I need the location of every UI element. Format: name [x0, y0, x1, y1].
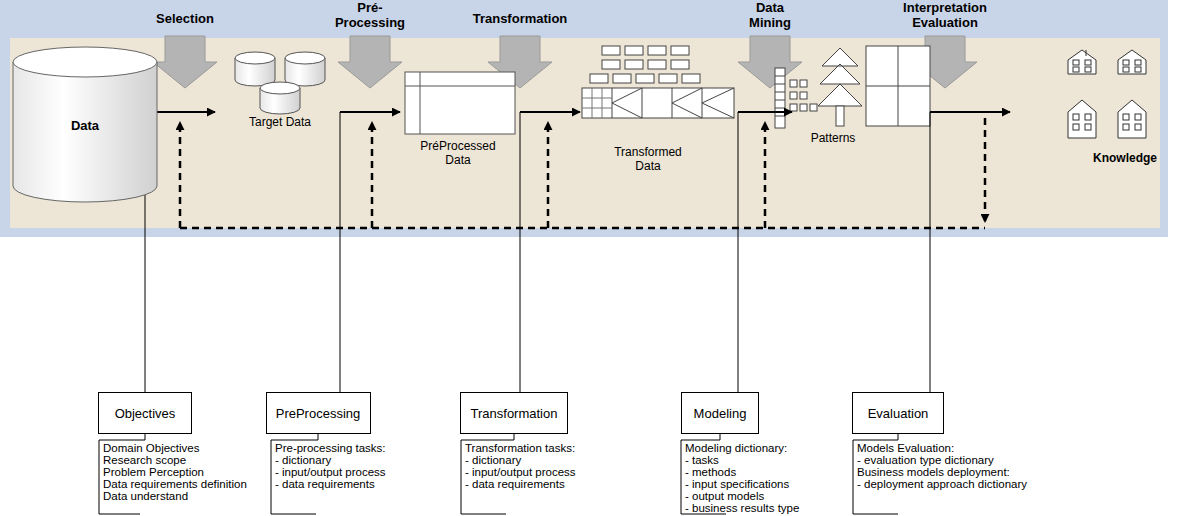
- list-item: Modeling dictionary:: [685, 442, 787, 454]
- stage-name: Selection: [140, 12, 230, 27]
- box-label: PreProcessing: [276, 406, 361, 421]
- outer-band: [0, 0, 1168, 237]
- transformed-data-icon: [582, 46, 734, 118]
- box-label: Transformation: [471, 406, 558, 421]
- flow-arrows: [145, 111, 1010, 113]
- process-box: Objectives: [98, 392, 192, 434]
- node-label: Data: [12, 118, 158, 133]
- list-item: - input/output process: [465, 466, 576, 478]
- target-data-icon: [235, 52, 325, 114]
- list-item: - deployment approach dictionary: [857, 478, 1027, 490]
- stage-name: Data Mining: [735, 1, 805, 31]
- list-brackets: [99, 434, 898, 514]
- artifact-label: Transformed Data: [600, 146, 696, 174]
- patterns-icon: [775, 46, 930, 128]
- list-item: Problem Perception: [103, 466, 204, 478]
- box-label: Modeling: [694, 406, 747, 421]
- feedback-loop: [180, 118, 985, 228]
- list-item: Transformation tasks:: [465, 442, 575, 454]
- list-item: Pre-processing tasks:: [275, 442, 386, 454]
- list-item: - dictionary: [465, 454, 521, 466]
- process-box: Modeling: [681, 392, 759, 434]
- list-item: - methods: [685, 466, 736, 478]
- list-item: Data requirements definition: [103, 478, 247, 490]
- process-box: Transformation: [460, 392, 568, 434]
- stage-name: Interpretation Evaluation: [885, 1, 1005, 31]
- process-box: Evaluation: [852, 392, 944, 434]
- box-label: Objectives: [115, 406, 176, 421]
- list-item: Models Evaluation:: [857, 442, 954, 454]
- artifact-label: Target Data: [228, 116, 332, 130]
- artifact-label: PréProcessed Data: [410, 140, 506, 168]
- list-item: - business results type: [685, 502, 799, 514]
- process-box: PreProcessing: [266, 392, 371, 434]
- list-item: - input specifications: [685, 478, 789, 490]
- table-icon: [405, 72, 515, 134]
- artifact-label: Knowledge: [1084, 152, 1166, 166]
- list-item: - data requirements: [275, 478, 375, 490]
- list-item: - evaluation type dictionary: [857, 454, 994, 466]
- list-item: - output models: [685, 490, 764, 502]
- artifact-label: Patterns: [796, 132, 870, 146]
- knowledge-icon: [1068, 50, 1146, 138]
- list-item: Domain Objectives: [103, 442, 200, 454]
- list-item: - input/output process: [275, 466, 386, 478]
- list-item: - tasks: [685, 454, 719, 466]
- box-label: Evaluation: [868, 406, 929, 421]
- stage-name: Pré- Processing: [330, 1, 410, 31]
- stage-name: Transformation: [462, 12, 578, 27]
- list-item: Data understand: [103, 490, 188, 502]
- list-item: - data requirements: [465, 478, 565, 490]
- database-cylinder: Data: [12, 46, 158, 204]
- list-item: - dictionary: [275, 454, 331, 466]
- list-item: Research scope: [103, 454, 186, 466]
- connector-stems: [145, 112, 930, 392]
- list-item: Business models deployment:: [857, 466, 1010, 478]
